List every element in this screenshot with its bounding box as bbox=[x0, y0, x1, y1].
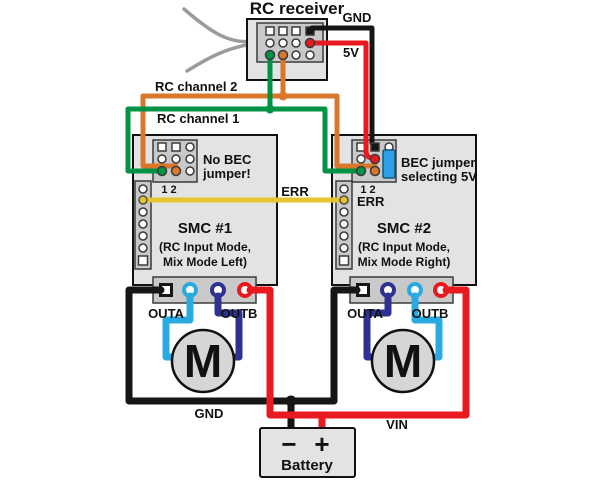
smc1-pin bbox=[171, 142, 181, 152]
smc1-body bbox=[132, 134, 278, 286]
motor1-outa-wire bbox=[162, 292, 194, 361]
motor2: M bbox=[370, 328, 436, 394]
smc2-mode-line1: (RC Input Mode, bbox=[358, 240, 450, 254]
receiver-pin bbox=[265, 26, 275, 36]
rc-channel2-junction bbox=[278, 91, 288, 101]
motor1: M bbox=[170, 328, 236, 394]
smc1-pin bbox=[185, 166, 195, 176]
smc1-pin-numbers: 1 2 bbox=[161, 184, 176, 196]
err-wire-label: ERR bbox=[281, 184, 309, 199]
smc1-strip-pin bbox=[137, 255, 149, 266]
smc2-pin bbox=[356, 154, 366, 164]
rc-channel1-wire bbox=[125, 106, 364, 174]
motor1-outb-wire bbox=[214, 292, 243, 361]
battery-plus-symbol: + bbox=[314, 429, 329, 459]
vin-label: VIN bbox=[386, 417, 408, 432]
smc1-ch1-pin bbox=[156, 165, 168, 177]
smc1-strip-pin bbox=[138, 207, 148, 217]
motor2-outa-wire bbox=[363, 292, 392, 361]
smc1-err-pin-contact bbox=[138, 195, 148, 205]
smc2-strip-pin bbox=[339, 207, 349, 217]
smc2-ch2-pin bbox=[369, 165, 381, 177]
motor1-body bbox=[170, 328, 236, 394]
antenna-wire-lower bbox=[185, 42, 254, 73]
smc2-jumper-note-line1: BEC jumper bbox=[401, 155, 475, 170]
smc1-outb-label: OUTB bbox=[221, 306, 258, 321]
smc2-strip-pin bbox=[339, 231, 349, 241]
bec-jumper-shunt bbox=[382, 149, 396, 179]
motor2-label: M bbox=[384, 335, 422, 387]
rc-channel1-junction bbox=[265, 104, 275, 114]
smc1-pin bbox=[171, 154, 181, 164]
receiver-ch2-pin bbox=[277, 49, 289, 61]
receiver-pin bbox=[278, 26, 288, 36]
smc2-mode-line2: Mix Mode Right) bbox=[358, 255, 451, 269]
battery: − + Battery bbox=[259, 427, 356, 478]
battery-label: Battery bbox=[281, 457, 333, 474]
smc1-board: 1 2 No BEC jumper! SMC #1 (RC Input Mode… bbox=[132, 134, 278, 304]
smc1-outa-label: OUTA bbox=[148, 306, 184, 321]
receiver-5v-pin bbox=[304, 37, 316, 49]
smc2-5v-pin bbox=[369, 153, 381, 165]
smc2-strip-pin bbox=[339, 219, 349, 229]
receiver-pin bbox=[291, 50, 301, 60]
rc-receiver-title: RC receiver bbox=[250, 0, 345, 18]
rc-channel1-label: RC channel 1 bbox=[157, 111, 239, 126]
gnd-power-wire bbox=[125, 286, 361, 405]
smc2-ch1-pin bbox=[355, 165, 367, 177]
smc1-strip-pin bbox=[138, 243, 148, 253]
smc1-strip-pin bbox=[138, 219, 148, 229]
gnd-top-label: GND bbox=[343, 10, 372, 25]
battery-body bbox=[259, 427, 356, 478]
smc1-jumper-note-line2: jumper! bbox=[202, 166, 251, 181]
motor1-label: M bbox=[184, 335, 222, 387]
gnd-junction bbox=[285, 395, 297, 407]
battery-minus-symbol: − bbox=[281, 429, 296, 459]
smc1-name: SMC #1 bbox=[178, 220, 232, 237]
rc-channel2-wire bbox=[140, 93, 378, 174]
smc1-mode-line1: (RC Input Mode, bbox=[159, 240, 251, 254]
rc-channel2-label: RC channel 2 bbox=[155, 79, 237, 94]
receiver-pin bbox=[265, 38, 275, 48]
gnd-bottom-label: GND bbox=[195, 406, 224, 421]
smc2-gnd-pin bbox=[370, 142, 380, 152]
smc1-strip-pin bbox=[138, 231, 148, 241]
receiver-gnd-wire bbox=[309, 25, 375, 146]
receiver-pin bbox=[291, 26, 301, 36]
smc1-pin bbox=[157, 142, 167, 152]
antenna-wire-upper bbox=[182, 7, 254, 44]
smc1-ch2-pin bbox=[170, 165, 182, 177]
smc2-strip-pin bbox=[338, 255, 350, 266]
smc2-board: 1 2 BEC jumper selecting 5V ERR SMC #2 (… bbox=[331, 134, 477, 304]
smc2-outa-label: OUTA bbox=[347, 306, 383, 321]
smc2-jumper-note-line2: selecting 5V bbox=[401, 169, 477, 184]
smc1-mode-line2: Mix Mode Left) bbox=[163, 255, 247, 269]
motor2-outb-wire bbox=[411, 292, 443, 361]
receiver-ch1-pin bbox=[264, 49, 276, 61]
smc2-err-label: ERR bbox=[357, 194, 385, 209]
smc1-pin bbox=[185, 142, 195, 152]
vin-power-wire bbox=[246, 286, 470, 419]
receiver-pin bbox=[278, 38, 288, 48]
smc1-jumper-note-line1: No BEC bbox=[203, 152, 252, 167]
smc2-err-pin-contact bbox=[339, 195, 349, 205]
rc-receiver: RC receiver bbox=[182, 0, 345, 81]
smc1-strip-pin bbox=[138, 184, 148, 194]
smc2-outb-label: OUTB bbox=[412, 306, 449, 321]
smc2-name: SMC #2 bbox=[377, 220, 431, 237]
smc1-pin bbox=[157, 154, 167, 164]
receiver-pin bbox=[291, 38, 301, 48]
smc1-pin bbox=[185, 154, 195, 164]
smc2-strip-pin bbox=[339, 243, 349, 253]
5v-label: 5V bbox=[343, 45, 359, 60]
motor2-body bbox=[370, 328, 436, 394]
smc2-pin-numbers: 1 2 bbox=[360, 184, 375, 196]
receiver-pin bbox=[305, 50, 315, 60]
smc2-strip-pin bbox=[339, 184, 349, 194]
